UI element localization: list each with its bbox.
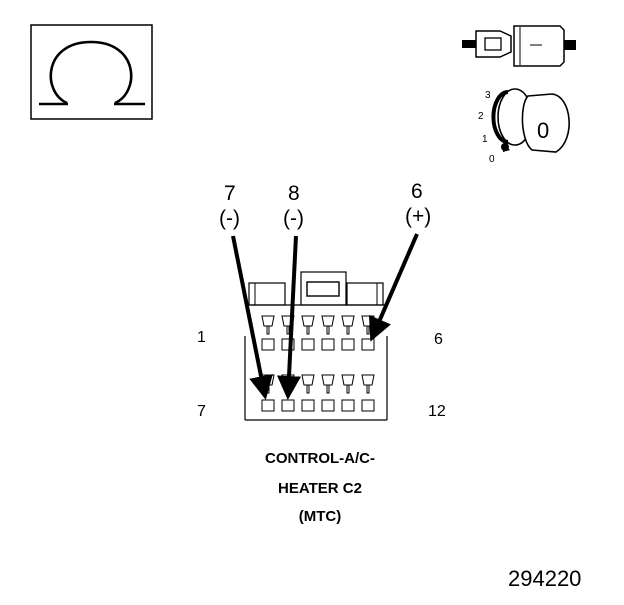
terminal-row-1 — [261, 315, 375, 351]
figure-number: 294220 — [508, 566, 581, 591]
probe-arrows — [231, 233, 419, 400]
row2-start-label: 7 — [197, 403, 206, 420]
key-position-indicator: 0 — [537, 118, 549, 143]
ignition-position-0: 0 — [489, 154, 495, 165]
row1-start-label: 1 — [197, 329, 206, 346]
ignition-position-3: 3 — [485, 90, 491, 101]
connector-c2-face — [244, 271, 388, 421]
caption-line-1: CONTROL-A/C- — [265, 450, 375, 467]
pin-callouts: 7 (-) 8 (-) 6 (+) — [219, 180, 431, 230]
arrow-pin-7 — [231, 235, 273, 400]
ohm-symbol-icon — [30, 24, 153, 120]
ignition-position-2: 2 — [478, 111, 484, 122]
pin-polarity-6: (+) — [405, 205, 431, 228]
terminal-row-2 — [261, 374, 375, 412]
row1-end-label: 6 — [434, 331, 443, 348]
arrow-pin-6 — [368, 233, 419, 342]
disconnected-connector-icon — [462, 25, 576, 67]
caption-line-3: (MTC) — [299, 508, 341, 525]
pin-number-6: 6 — [411, 180, 423, 203]
ignition-position-1: 1 — [482, 134, 488, 145]
pin-number-8: 8 — [288, 182, 300, 205]
ignition-key-icon: 3 2 1 0 0 — [478, 88, 570, 165]
arrow-pin-8 — [277, 235, 301, 400]
caption-line-2: HEATER C2 — [278, 480, 362, 497]
row2-end-label: 12 — [428, 403, 446, 420]
pin-number-7: 7 — [224, 182, 236, 205]
pin-polarity-7: (-) — [219, 207, 240, 230]
pin-polarity-8: (-) — [283, 207, 304, 230]
